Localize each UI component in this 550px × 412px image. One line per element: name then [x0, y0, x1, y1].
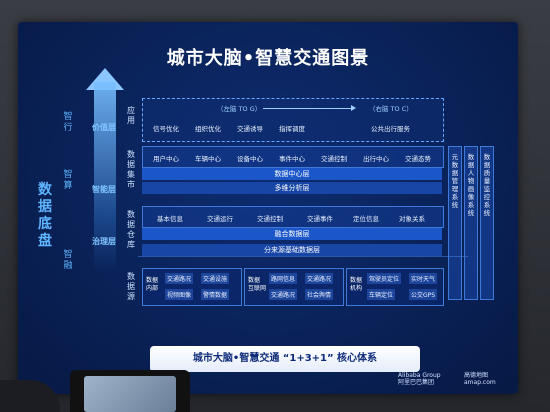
band-fusion: 融合数据层 [142, 228, 442, 240]
wh-item: 交通事件 [307, 215, 333, 223]
application-layer-box: （左脑 TO G） （右脑 TO C） 信号优化 组织优化 交通诱导 指挥调度 … [142, 98, 444, 142]
dc-item: 事件中心 [279, 155, 305, 163]
core-system-banner: 城市大脑•智慧交通 “1+3+1” 核心体系 [150, 346, 420, 372]
source-item: 警情数据 [201, 289, 230, 300]
source-internet: 数据 互联网 路网信息 交通路况 交通路况 社会舆情 [244, 268, 344, 306]
band-data-center: 数据中心层 [142, 168, 442, 180]
app-item: 交通诱导 [237, 125, 263, 133]
wh-item: 定位信息 [353, 215, 379, 223]
source-item: 驾驶员定位 [367, 273, 402, 284]
dc-item: 交通态势 [405, 155, 431, 163]
arrow-right-icon [351, 105, 356, 111]
source-item: 交通路况 [165, 273, 194, 284]
separator-line [138, 256, 468, 257]
col-label-data-center: 数据集市 [127, 150, 135, 189]
source-internal: 数据 内部 交通路况 交通设施 视频图像 警情数据 [142, 268, 242, 306]
layer-governance: 治理层 [92, 237, 116, 246]
source-item: 社会舆情 [305, 289, 334, 300]
dc-item: 用户中心 [153, 155, 179, 163]
source-item: 交通路况 [269, 289, 298, 300]
to-c-label: （右脑 TO C） [369, 105, 413, 113]
vertical-box-quality: 数据质量监控系统 [480, 146, 494, 300]
side-label-zhirong: 智融 [63, 250, 73, 271]
source-head: 数据 内部 [146, 277, 159, 292]
source-item: 公交GPS [409, 289, 438, 300]
warehouse-items-box: 基本信息 交通运行 交通控制 交通事件 定位信息 对象关系 [142, 206, 444, 228]
source-institution: 数据 机构 驾驶员定位 实时天气 车辆定位 公交GPS [346, 268, 444, 306]
source-item: 视频图像 [165, 289, 194, 300]
col-label-source: 数据源 [127, 272, 135, 301]
dc-item: 交通控制 [321, 155, 347, 163]
wh-item: 交通控制 [257, 215, 283, 223]
data-foundation-label: 数据底盘 [38, 182, 52, 249]
col-label-warehouse: 数据仓库 [127, 210, 135, 249]
layer-value: 价值层 [92, 123, 116, 132]
source-head: 数据 机构 [350, 277, 363, 292]
vertical-box-metadata: 元数据管理系统 [448, 146, 462, 300]
arrow-shaft [94, 82, 116, 272]
dc-item: 出行中心 [363, 155, 389, 163]
col-label-application: 应用 [127, 106, 135, 125]
projection-screen: 城市大脑•智慧交通图景 数据底盘 智行 智算 智融 价值层 智能层 治理层 应用… [18, 22, 518, 394]
side-label-zhisuan: 智算 [63, 170, 73, 191]
source-item: 交通设施 [201, 273, 230, 284]
phone-screen [84, 376, 176, 412]
app-item: 指挥调度 [279, 125, 305, 133]
app-item: 公共出行服务 [371, 125, 410, 133]
source-item: 交通路况 [305, 273, 334, 284]
app-item: 信号优化 [153, 125, 179, 133]
arrow-right-line [263, 108, 353, 109]
source-item: 车辆定位 [367, 289, 396, 300]
dc-item: 设备中心 [237, 155, 263, 163]
wh-item: 对象关系 [399, 215, 425, 223]
source-head: 数据 互联网 [248, 277, 267, 292]
alibaba-logo: Alibaba Group 阿里巴巴集团 [398, 372, 441, 386]
app-item: 组织优化 [195, 125, 221, 133]
wh-item: 基本信息 [157, 215, 183, 223]
vertical-box-profile: 数据人物画像系统 [464, 146, 478, 300]
wh-item: 交通运行 [207, 215, 233, 223]
layer-intelligence: 智能层 [92, 185, 116, 194]
source-item: 实时天气 [409, 273, 438, 284]
data-center-items-box: 用户中心 车辆中心 设备中心 事件中心 交通控制 出行中心 交通态势 [142, 146, 444, 168]
to-g-label: （左脑 TO G） [217, 105, 262, 113]
side-label-zhixing: 智行 [63, 112, 73, 133]
source-item: 路网信息 [269, 273, 298, 284]
dc-item: 车辆中心 [195, 155, 221, 163]
band-source: 分来源基础数据层 [142, 244, 442, 256]
band-multidim: 多维分析层 [142, 182, 442, 194]
amap-logo: 高德地图 amap.com [464, 372, 496, 386]
page-title: 城市大脑•智慧交通图景 [166, 48, 370, 69]
